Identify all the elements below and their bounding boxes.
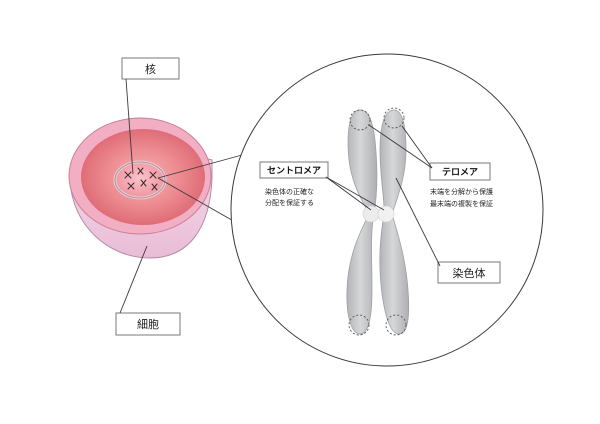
- zoom-line-upper: [157, 154, 243, 179]
- chromosome-leader: [395, 177, 441, 267]
- chromatid-right: [379, 109, 410, 335]
- telomere-markers: [348, 107, 407, 336]
- chromosome: [346, 109, 410, 335]
- centromere-note-line1: 染色体の正確な: [265, 187, 314, 196]
- telomere-leader-2: [401, 125, 433, 169]
- nucleus-leader: [125, 78, 134, 175]
- centromere-leader-2: [325, 176, 385, 211]
- centromere-dot-left: [362, 205, 380, 223]
- centromere-note-line2: 分配を保証する: [265, 198, 314, 207]
- nucleus-outline: [114, 161, 166, 199]
- telomere-label: テロメア: [429, 162, 491, 181]
- centromere-leader-1: [325, 176, 372, 211]
- chromosome-label-text: 染色体: [453, 266, 486, 280]
- telomere-note-line1: 末端を分解から保護: [430, 187, 493, 196]
- chromosome-label: 染色体: [437, 261, 501, 284]
- telomere-note-line2: 最末端の複製を保証: [430, 199, 493, 208]
- centromere-dot-right: [377, 205, 395, 223]
- cell: [68, 117, 213, 259]
- zoom-line-lower: [157, 177, 238, 224]
- cell-leader: [119, 245, 148, 314]
- telomere-marker-top-right: [383, 107, 405, 129]
- cell-label-text: 細胞: [137, 318, 159, 331]
- cell-label: 細胞: [115, 312, 181, 336]
- nucleus-label: 核: [121, 57, 180, 80]
- nucleus-chromosome-marks: [124, 167, 158, 191]
- telomere-marker-bottom-left: [348, 314, 370, 336]
- centromere-label: セントロメア: [259, 161, 329, 179]
- telomere-label-text: テロメア: [442, 167, 478, 178]
- telomere-marker-bottom-right: [385, 314, 407, 336]
- telomere-marker-top-left: [349, 109, 371, 131]
- centromere-label-text: セントロメア: [267, 166, 321, 177]
- chromatid-left: [346, 109, 378, 335]
- nucleus-label-text: 核: [145, 62, 156, 76]
- telomere-leader-1: [368, 124, 433, 169]
